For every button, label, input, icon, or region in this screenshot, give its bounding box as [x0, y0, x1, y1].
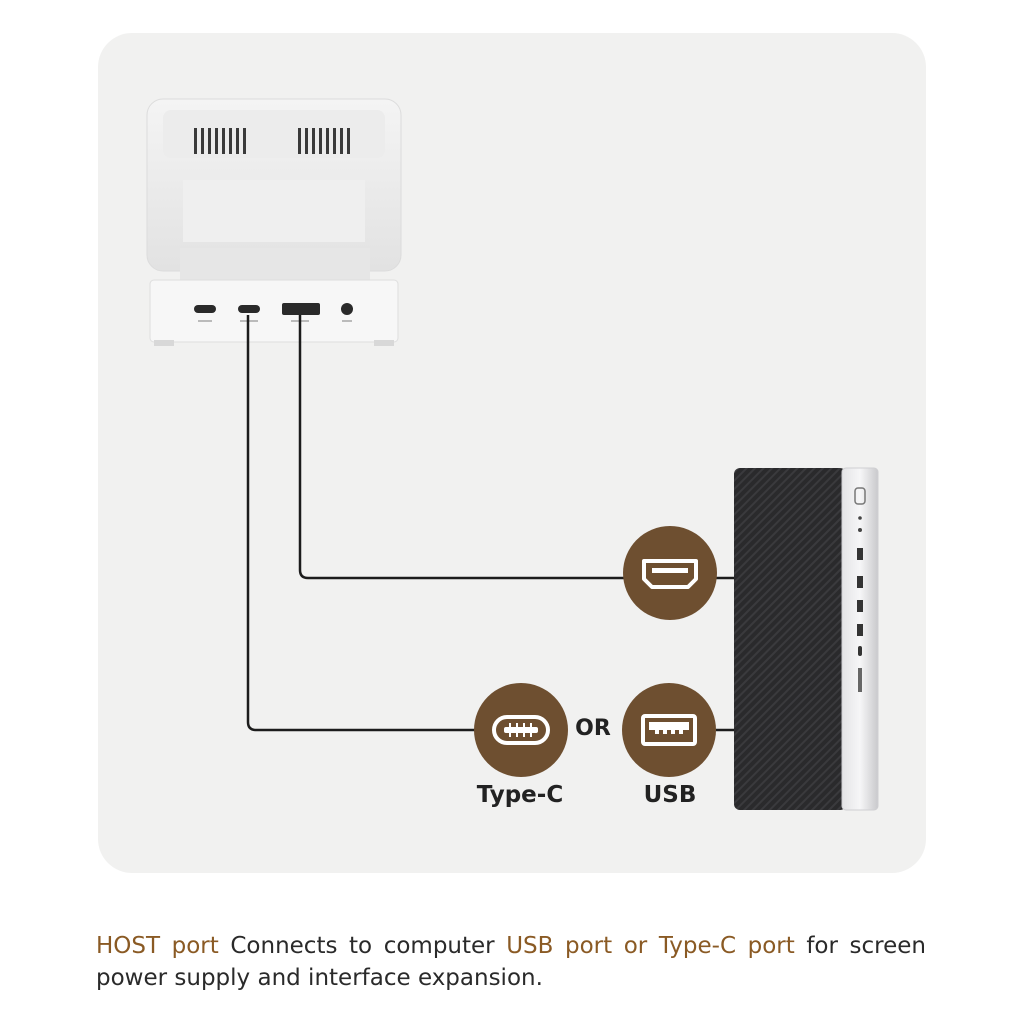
- caption-highlight-host-port: HOST port: [96, 933, 219, 959]
- port-type-c-host: [238, 305, 260, 313]
- usb-badge: [622, 683, 716, 777]
- caption-text-1: Connects to computer: [218, 933, 507, 959]
- type-c-port-icon: [492, 715, 550, 745]
- port-type-c-1: [194, 305, 216, 313]
- hdmi-cable: [298, 315, 740, 580]
- vent-left: [194, 128, 246, 154]
- hdmi-badge: [623, 526, 717, 620]
- type-c-badge: [474, 683, 568, 777]
- caption-text-2: for screen power supply and interface ex…: [96, 933, 926, 991]
- usb-port-icon: [641, 714, 697, 746]
- vent-right: [298, 128, 350, 154]
- port-hdmi: [282, 303, 320, 315]
- caption-highlight-ports: USB port or Type-C port: [506, 933, 795, 959]
- type-c-label: Type-C: [476, 782, 564, 808]
- screen-device: [146, 98, 402, 346]
- power-button-icon: [854, 487, 866, 505]
- pc-tower: [734, 467, 879, 811]
- hdmi-port-icon: [642, 559, 698, 589]
- caption: HOST port Connects to computer USB port …: [96, 930, 926, 994]
- host-cable: [246, 315, 478, 732]
- port-aux: [341, 303, 353, 315]
- usb-label: USB: [643, 782, 697, 808]
- or-label: OR: [575, 716, 611, 741]
